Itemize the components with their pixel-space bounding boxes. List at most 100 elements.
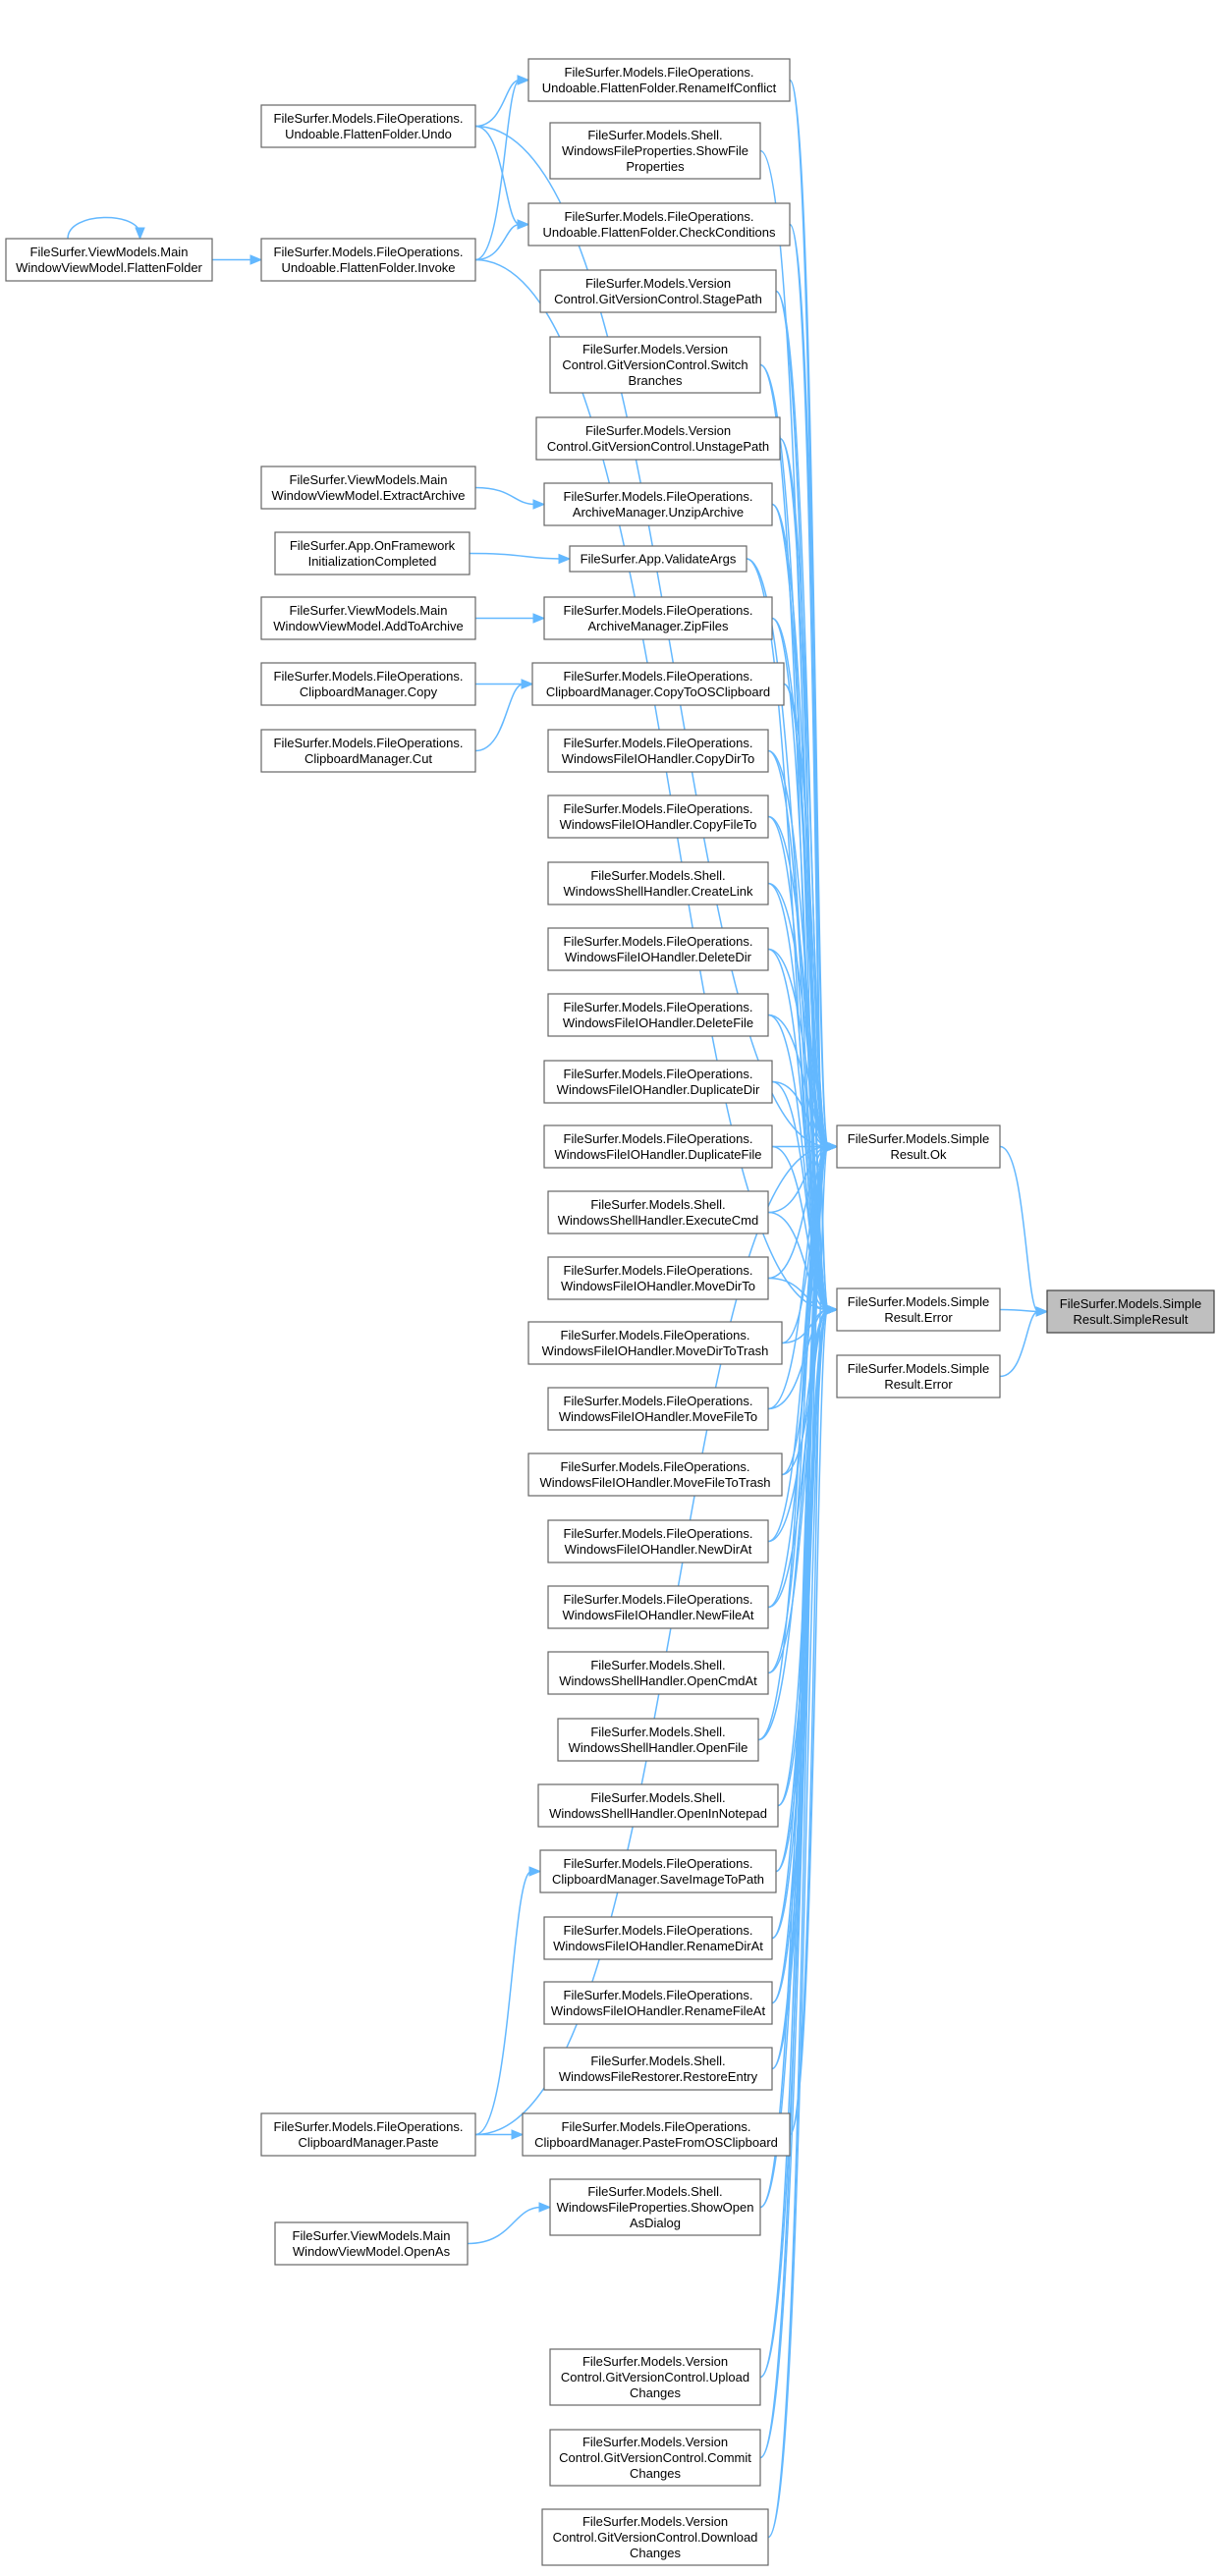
edge-line bbox=[771, 1145, 829, 1311]
edge-line bbox=[469, 552, 562, 560]
node-err1[interactable]: FileSurfer.Models.SimpleResult.Error bbox=[836, 1288, 1001, 1332]
node-label-line: FileSurfer.ViewModels.Main bbox=[30, 245, 189, 259]
node-openInNotepad[interactable]: FileSurfer.Models.Shell.WindowsShellHand… bbox=[537, 1783, 779, 1828]
node-unstagePath[interactable]: FileSurfer.Models.VersionControl.GitVers… bbox=[535, 416, 781, 461]
node-label-line: FileSurfer.Models.FileOperations. bbox=[564, 1394, 753, 1408]
node-label-line: FileSurfer.Models.FileOperations. bbox=[564, 934, 753, 949]
edge-ok-to-target bbox=[999, 1145, 1049, 1317]
node-pasteFromOS[interactable]: FileSurfer.Models.FileOperations.Clipboa… bbox=[522, 2112, 791, 2157]
node-label-line: FileSurfer.Models.Version bbox=[585, 423, 731, 438]
node-cbCut[interactable]: FileSurfer.Models.FileOperations.Clipboa… bbox=[260, 729, 476, 773]
node-duplicateDir[interactable]: FileSurfer.Models.FileOperations.Windows… bbox=[543, 1060, 773, 1104]
node-showFileProps[interactable]: FileSurfer.Models.Shell.WindowsFilePrope… bbox=[549, 122, 761, 180]
edge-openFile-to-err1 bbox=[757, 1304, 839, 1741]
node-moveDirToTrash[interactable]: FileSurfer.Models.FileOperations.Windows… bbox=[527, 1321, 783, 1365]
node-copyToOS[interactable]: FileSurfer.Models.FileOperations.Clipboa… bbox=[531, 662, 785, 706]
node-box bbox=[527, 202, 791, 247]
node-label-line: FileSurfer.Models.Version bbox=[585, 276, 731, 291]
node-renameIfConflict[interactable]: FileSurfer.Models.FileOperations.Undoabl… bbox=[527, 58, 791, 102]
node-invoke[interactable]: FileSurfer.Models.FileOperations.Undoabl… bbox=[260, 238, 476, 282]
node-label-line: WindowsFileIOHandler.NewDirAt bbox=[565, 1542, 752, 1557]
node-label-line: FileSurfer.Models.Shell. bbox=[590, 1658, 725, 1672]
node-createLink[interactable]: FileSurfer.Models.Shell.WindowsShellHand… bbox=[547, 861, 769, 905]
node-label-line: WindowsFileProperties.ShowOpen bbox=[557, 2200, 754, 2215]
node-openAs[interactable]: FileSurfer.ViewModels.MainWindowViewMode… bbox=[274, 2221, 469, 2266]
node-cbCopy[interactable]: FileSurfer.Models.FileOperations.Clipboa… bbox=[260, 662, 476, 706]
node-box bbox=[557, 1718, 759, 1762]
node-switchBranches[interactable]: FileSurfer.Models.VersionControl.GitVers… bbox=[549, 336, 761, 394]
node-label-line: ClipboardManager.Cut bbox=[304, 751, 432, 766]
node-unzipArchive[interactable]: FileSurfer.Models.FileOperations.Archive… bbox=[543, 482, 773, 526]
node-newFileAt[interactable]: FileSurfer.Models.FileOperations.Windows… bbox=[547, 1585, 769, 1629]
edge-arrowhead bbox=[825, 1304, 839, 1315]
node-showOpenAs[interactable]: FileSurfer.Models.Shell.WindowsFilePrope… bbox=[549, 2178, 761, 2236]
node-box bbox=[549, 122, 761, 180]
node-copyFileTo[interactable]: FileSurfer.Models.FileOperations.Windows… bbox=[547, 795, 769, 839]
node-commitChanges[interactable]: FileSurfer.Models.VersionControl.GitVers… bbox=[549, 2429, 761, 2487]
node-label-line: FileSurfer.Models.Version bbox=[582, 2354, 728, 2369]
node-mainFlatten[interactable]: FileSurfer.ViewModels.MainWindowViewMode… bbox=[5, 238, 213, 282]
node-label-line: WindowsFileIOHandler.DuplicateFile bbox=[555, 1147, 762, 1162]
node-renameDirAt[interactable]: FileSurfer.Models.FileOperations.Windows… bbox=[543, 1916, 773, 1960]
node-moveDirTo[interactable]: FileSurfer.Models.FileOperations.Windows… bbox=[547, 1256, 769, 1300]
node-label-line: ClipboardManager.Paste bbox=[298, 2135, 438, 2150]
node-label-line: FileSurfer.Models.FileOperations. bbox=[564, 1592, 753, 1607]
node-box bbox=[260, 104, 476, 148]
node-extractArchive[interactable]: FileSurfer.ViewModels.MainWindowViewMode… bbox=[260, 466, 476, 510]
node-deleteDir[interactable]: FileSurfer.Models.FileOperations.Windows… bbox=[547, 927, 769, 971]
node-downloadChanges[interactable]: FileSurfer.Models.VersionControl.GitVers… bbox=[541, 2508, 769, 2566]
node-label-line: WindowViewModel.AddToArchive bbox=[273, 619, 463, 633]
node-box bbox=[274, 2221, 469, 2266]
node-moveFileTo[interactable]: FileSurfer.Models.FileOperations.Windows… bbox=[547, 1387, 769, 1431]
edge-arrowhead bbox=[558, 553, 572, 565]
node-label-line: FileSurfer.Models.Simple bbox=[1060, 1296, 1202, 1311]
node-newDirAt[interactable]: FileSurfer.Models.FileOperations.Windows… bbox=[547, 1519, 769, 1563]
edge-extractArchive-to-unzipArchive bbox=[474, 486, 546, 510]
node-box bbox=[260, 729, 476, 773]
node-openFile[interactable]: FileSurfer.Models.Shell.WindowsShellHand… bbox=[557, 1718, 759, 1762]
edge-line bbox=[771, 617, 829, 1311]
edge-line bbox=[467, 2206, 542, 2245]
node-label-line: WindowsFileIOHandler.MoveDirToTrash bbox=[542, 1343, 769, 1358]
node-moveFileToTrash[interactable]: FileSurfer.Models.FileOperations.Windows… bbox=[527, 1452, 783, 1497]
node-box bbox=[547, 1651, 769, 1695]
edge-line bbox=[474, 79, 521, 128]
node-target[interactable]: FileSurfer.Models.SimpleResult.SimpleRes… bbox=[1046, 1289, 1215, 1334]
node-validateArgs[interactable]: FileSurfer.App.ValidateArgs bbox=[569, 545, 747, 573]
node-executeCmd[interactable]: FileSurfer.Models.Shell.WindowsShellHand… bbox=[547, 1190, 769, 1234]
node-onFramework[interactable]: FileSurfer.App.OnFrameworkInitialization… bbox=[274, 531, 471, 575]
node-stagePath[interactable]: FileSurfer.Models.VersionControl.GitVers… bbox=[539, 269, 777, 313]
node-ok[interactable]: FileSurfer.Models.SimpleResult.Ok bbox=[836, 1124, 1001, 1169]
node-label-line: Result.Error bbox=[884, 1377, 953, 1392]
node-label-line: Properties bbox=[626, 159, 685, 174]
node-err2[interactable]: FileSurfer.Models.SimpleResult.Error bbox=[836, 1354, 1001, 1398]
node-zipFiles[interactable]: FileSurfer.Models.FileOperations.Archive… bbox=[543, 596, 773, 640]
node-deleteFile[interactable]: FileSurfer.Models.FileOperations.Windows… bbox=[547, 993, 769, 1037]
node-copyDirTo[interactable]: FileSurfer.Models.FileOperations.Windows… bbox=[547, 729, 769, 773]
node-undo[interactable]: FileSurfer.Models.FileOperations.Undoabl… bbox=[260, 104, 476, 148]
node-label-line: FileSurfer.Models.Shell. bbox=[590, 1197, 725, 1212]
nodes-layer: FileSurfer.Models.SimpleResult.SimpleRes… bbox=[5, 58, 1215, 2566]
node-label-line: Changes bbox=[630, 2546, 682, 2560]
node-addToArchive[interactable]: FileSurfer.ViewModels.MainWindowViewMode… bbox=[260, 596, 476, 640]
node-label-line: FileSurfer.ViewModels.Main bbox=[293, 2228, 451, 2243]
node-box bbox=[547, 1387, 769, 1431]
node-cbPaste[interactable]: FileSurfer.Models.FileOperations.Clipboa… bbox=[260, 2112, 476, 2157]
node-label-line: FileSurfer.ViewModels.Main bbox=[290, 603, 448, 618]
node-renameFileAt[interactable]: FileSurfer.Models.FileOperations.Windows… bbox=[543, 1981, 773, 2025]
node-label-line: FileSurfer.ViewModels.Main bbox=[290, 472, 448, 487]
node-saveImageToPath[interactable]: FileSurfer.Models.FileOperations.Clipboa… bbox=[539, 1849, 777, 1893]
node-label-line: FileSurfer.Models.Simple bbox=[848, 1361, 990, 1376]
node-box bbox=[274, 531, 471, 575]
node-label-line: AsDialog bbox=[630, 2216, 681, 2230]
edge-openAs-to-showOpenAs bbox=[467, 2202, 552, 2245]
node-duplicateFile[interactable]: FileSurfer.Models.FileOperations.Windows… bbox=[543, 1124, 773, 1169]
node-uploadChanges[interactable]: FileSurfer.Models.VersionControl.GitVers… bbox=[549, 2348, 761, 2406]
node-checkConditions[interactable]: FileSurfer.Models.FileOperations.Undoabl… bbox=[527, 202, 791, 247]
node-openCmdAt[interactable]: FileSurfer.Models.Shell.WindowsShellHand… bbox=[547, 1651, 769, 1695]
node-restoreEntry[interactable]: FileSurfer.Models.Shell.WindowsFileResto… bbox=[543, 2047, 773, 2091]
node-box bbox=[541, 2508, 769, 2566]
node-box bbox=[547, 861, 769, 905]
node-label-line: FileSurfer.Models.FileOperations. bbox=[274, 669, 464, 684]
node-label-line: WindowsFileRestorer.RestoreEntry bbox=[559, 2069, 758, 2084]
